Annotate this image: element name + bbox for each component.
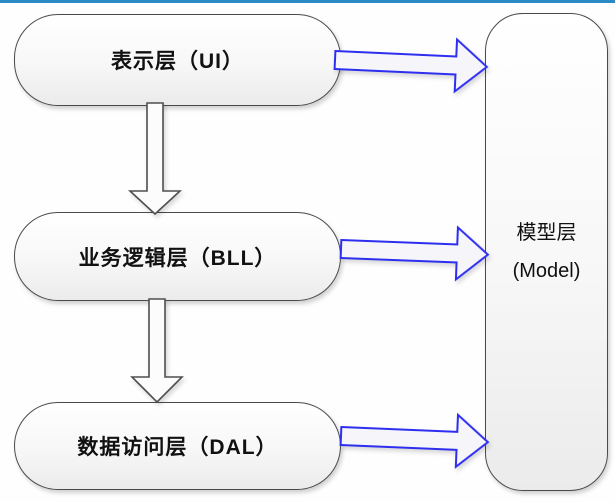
arrow-down-bll-to-dal-icon (130, 298, 184, 404)
node-dal: 数据访问层（DAL） (14, 402, 341, 490)
arrow-right-bll-to-model-icon (339, 225, 490, 282)
arrow-right-dal-to-model-icon (339, 412, 490, 469)
node-ui-label: 表示层（UI） (111, 50, 244, 73)
node-model-label-line2: (Model) (512, 260, 581, 282)
node-dal-label: 数据访问层（DAL） (77, 436, 278, 459)
node-bll-label: 业务逻辑层（BLL） (78, 246, 277, 270)
arrow-down-ui-to-bll-icon (127, 102, 183, 216)
node-ui: 表示层（UI） (14, 14, 341, 106)
node-bll: 业务逻辑层（BLL） (14, 212, 341, 301)
node-model-label-line1: 模型层 (516, 222, 577, 244)
node-model: 模型层 (Model) (485, 13, 608, 491)
arrow-right-ui-to-model-icon (333, 37, 489, 94)
top-border-strip (0, 0, 615, 3)
